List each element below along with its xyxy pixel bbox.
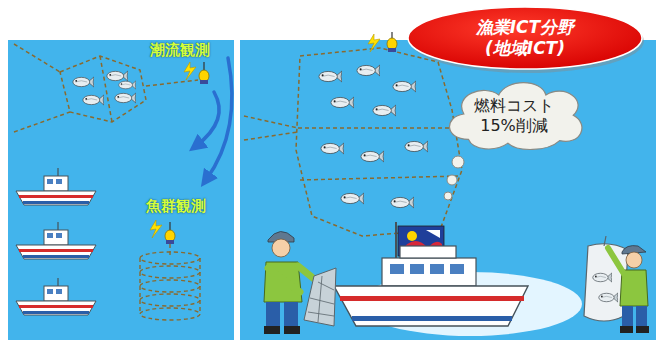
sea-panel bbox=[240, 40, 656, 340]
cloud-outline bbox=[450, 83, 582, 150]
category-badge-outline bbox=[405, 3, 645, 73]
sensor-buoy bbox=[184, 62, 209, 84]
observation-label: 魚群観測 bbox=[146, 197, 206, 216]
fisherman bbox=[584, 236, 649, 333]
sensor-buoy bbox=[150, 220, 175, 244]
thought-cloud: 燃料コスト 15%削減 bbox=[438, 76, 590, 152]
flow-arrow bbox=[196, 58, 232, 180]
node-text: 燃料コスト 15%削減 bbox=[464, 96, 564, 136]
thought-bubble bbox=[444, 156, 464, 200]
observation-label: 潮流観測 bbox=[150, 41, 210, 60]
fish-school bbox=[73, 71, 136, 105]
fish-school bbox=[319, 65, 428, 208]
fishing-boat bbox=[334, 222, 528, 326]
category-badge: 漁業ICT分野 (地域ICT) bbox=[405, 3, 645, 73]
fishing-boat bbox=[16, 168, 96, 315]
coil-net bbox=[140, 244, 200, 320]
sea-panel bbox=[8, 40, 234, 340]
node-text: 漁業ICT分野 (地域ICT) bbox=[445, 17, 605, 60]
badge-ellipse bbox=[408, 7, 642, 69]
fisherman bbox=[264, 231, 336, 334]
set-net bbox=[244, 48, 462, 236]
sensor-buoy bbox=[368, 32, 397, 52]
